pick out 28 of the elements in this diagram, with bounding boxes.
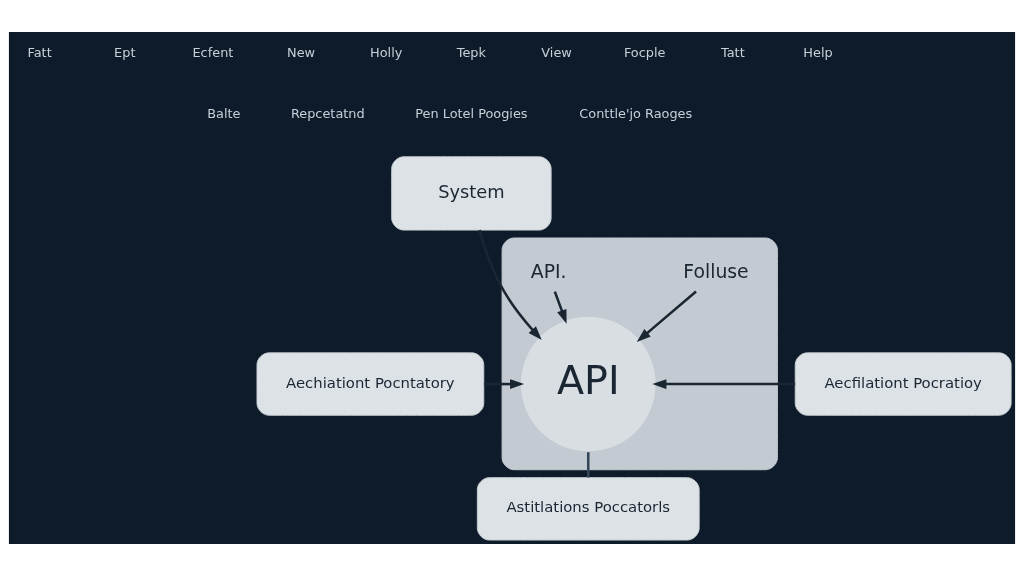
label: View [541, 45, 572, 61]
cluster [501, 237, 778, 471]
node-box: Aechiationt Pocntatory [256, 352, 485, 416]
label: Repcetatnd [290, 105, 365, 121]
label: Tepk [456, 45, 486, 61]
node-box: System [391, 156, 552, 231]
arrow [478, 229, 542, 341]
label: Pen Lotel Poogies [415, 105, 528, 121]
node-circle: API [519, 315, 657, 453]
arrow [553, 291, 567, 324]
label: Ecfent [192, 45, 234, 61]
label: Fatt [27, 45, 52, 61]
label: Balte [207, 105, 241, 121]
arrow [636, 290, 697, 342]
arrow [652, 379, 796, 389]
arrow [484, 379, 525, 389]
label: Ept [114, 45, 136, 61]
label: Tatt [720, 45, 745, 61]
node-box: Aecfilationt Pocratioy [794, 352, 1012, 416]
node-text: Folluse [683, 261, 749, 283]
node-box: Astitlations Poccatorls [476, 477, 700, 541]
label: Help [803, 45, 833, 61]
connector [586, 452, 590, 478]
label: New [287, 45, 316, 61]
label: Focple [623, 45, 666, 61]
label: Conttle'jo Raoges [579, 105, 693, 121]
node-text: API. [530, 261, 567, 283]
label: Holly [370, 45, 403, 61]
